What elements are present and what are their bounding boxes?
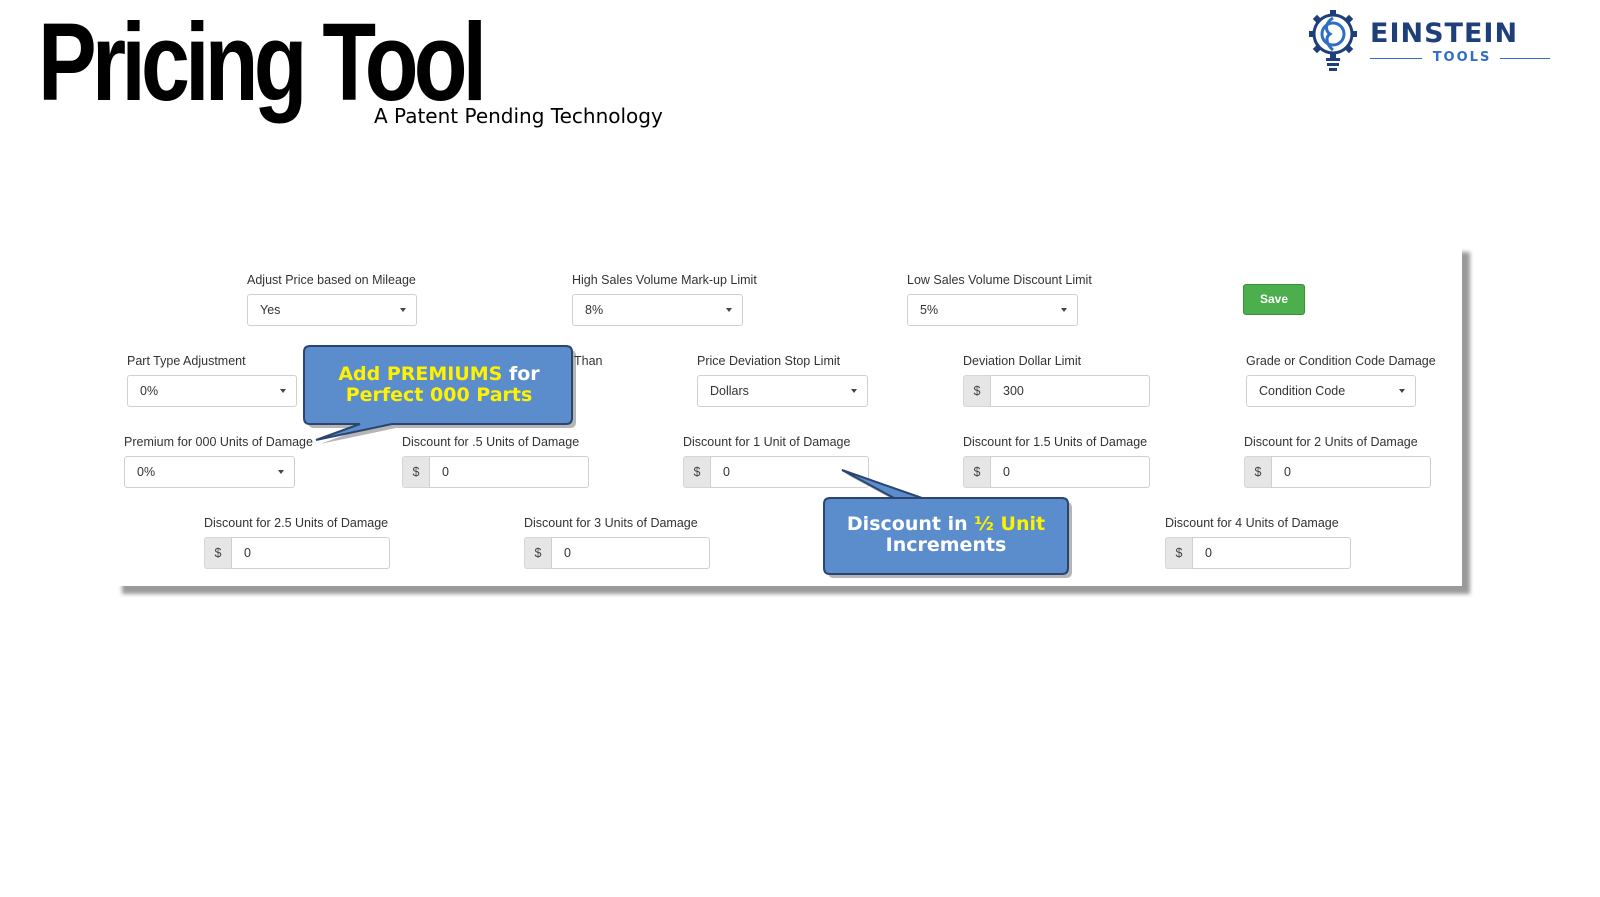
- save-button[interactable]: Save: [1243, 284, 1305, 315]
- caret-down-icon: [400, 308, 406, 312]
- grade-condition-field: Grade or Condition Code Damage Condition…: [1246, 353, 1436, 407]
- discount-3-field: Discount for 3 Units of Damage $ 0: [524, 515, 710, 569]
- discount-1-label: Discount for 1 Unit of Damage: [683, 435, 851, 449]
- discount-4-label: Discount for 4 Units of Damage: [1165, 516, 1339, 530]
- discount-callout-text: Discount in ½ Unit Increments: [824, 514, 1068, 556]
- premium-callout-line2: Perfect 000 Parts: [345, 384, 533, 406]
- dollar-addon: $: [1165, 537, 1192, 569]
- grade-condition-select[interactable]: Condition Code: [1246, 375, 1416, 407]
- low-sales-discount-value: 5%: [920, 303, 939, 317]
- discount-25-input[interactable]: 0: [231, 537, 390, 569]
- dollar-addon: $: [683, 456, 710, 488]
- premium-callout-for: for: [502, 363, 540, 385]
- einstein-tools-logo: EINSTEIN TOOLS: [1306, 8, 1554, 78]
- discount-callout-highlight: ½ Unit: [974, 513, 1046, 535]
- dollar-addon: $: [204, 537, 231, 569]
- caret-down-icon: [726, 308, 732, 312]
- discount-15-group: $ 0: [963, 456, 1150, 488]
- discount-05-input[interactable]: 0: [429, 456, 589, 488]
- discount-3-group: $ 0: [524, 537, 710, 569]
- discount-1-group: $ 0: [683, 456, 869, 488]
- discount-callout-bubble: [823, 469, 1072, 578]
- low-sales-discount-field: Low Sales Volume Discount Limit 5%: [907, 272, 1092, 326]
- discount-3-input[interactable]: 0: [551, 537, 710, 569]
- deviation-dollar-limit-input[interactable]: 300: [990, 375, 1150, 407]
- logo-rule-left: [1370, 58, 1422, 59]
- high-sales-markup-value: 8%: [585, 303, 604, 317]
- part-type-adjustment-field: Part Type Adjustment 0%: [127, 353, 297, 407]
- partial-field: Than: [574, 353, 603, 375]
- premium-000-select[interactable]: 0%: [124, 456, 295, 488]
- low-sales-discount-select[interactable]: 5%: [907, 294, 1078, 326]
- logo-name: EINSTEIN: [1370, 18, 1519, 49]
- adjust-mileage-value: Yes: [260, 303, 281, 317]
- page-subtitle: A Patent Pending Technology: [374, 104, 663, 128]
- discount-2-field: Discount for 2 Units of Damage $ 0: [1244, 434, 1431, 488]
- caret-down-icon: [851, 389, 857, 393]
- grade-condition-label: Grade or Condition Code Damage: [1246, 354, 1436, 368]
- discount-05-field: Discount for .5 Units of Damage $ 0: [402, 434, 589, 488]
- price-deviation-stop-value: Dollars: [710, 384, 749, 398]
- discount-4-field: Discount for 4 Units of Damage $ 0: [1165, 515, 1351, 569]
- discount-4-group: $ 0: [1165, 537, 1351, 569]
- discount-3-label: Discount for 3 Units of Damage: [524, 516, 698, 530]
- part-type-adjustment-value: 0%: [140, 384, 159, 398]
- dollar-addon: $: [963, 456, 990, 488]
- caret-down-icon: [1061, 308, 1067, 312]
- discount-4-input[interactable]: 0: [1192, 537, 1351, 569]
- dollar-addon: $: [963, 375, 990, 407]
- premium-callout-highlight: Add PREMIUMS: [338, 363, 503, 385]
- dollar-addon: $: [402, 456, 429, 488]
- premium-callout-bubble: [303, 345, 576, 444]
- logo-sub: TOOLS: [1370, 50, 1550, 68]
- price-deviation-stop-select[interactable]: Dollars: [697, 375, 868, 407]
- price-deviation-stop-field: Price Deviation Stop Limit Dollars: [697, 353, 868, 407]
- premium-000-field: Premium for 000 Units of Damage 0%: [124, 434, 313, 488]
- high-sales-markup-field: High Sales Volume Mark-up Limit 8%: [572, 272, 757, 326]
- dollar-addon: $: [1244, 456, 1271, 488]
- discount-05-label: Discount for .5 Units of Damage: [402, 435, 580, 449]
- part-type-adjustment-label: Part Type Adjustment: [127, 354, 246, 368]
- premium-callout-text: Add PREMIUMS for Perfect 000 Parts: [306, 364, 572, 406]
- discount-15-label: Discount for 1.5 Units of Damage: [963, 435, 1148, 449]
- adjust-mileage-select[interactable]: Yes: [247, 294, 417, 326]
- discount-2-label: Discount for 2 Units of Damage: [1244, 435, 1418, 449]
- discount-25-field: Discount for 2.5 Units of Damage $ 0: [204, 515, 390, 569]
- caret-down-icon: [1399, 389, 1405, 393]
- discount-callout-line2: Increments: [885, 534, 1007, 556]
- discount-25-label: Discount for 2.5 Units of Damage: [204, 516, 389, 530]
- brain-bulb-icon: [1309, 10, 1357, 71]
- premium-000-label: Premium for 000 Units of Damage: [124, 435, 313, 449]
- discount-2-input[interactable]: 0: [1271, 456, 1431, 488]
- discount-1-field: Discount for 1 Unit of Damage $ 0: [683, 434, 869, 488]
- price-deviation-stop-label: Price Deviation Stop Limit: [697, 354, 841, 368]
- page-title: Pricing Tool: [38, 1, 487, 124]
- adjust-mileage-field: Adjust Price based on Mileage Yes: [247, 272, 417, 326]
- partial-label: Than: [574, 354, 603, 368]
- grade-condition-value: Condition Code: [1259, 384, 1346, 398]
- caret-down-icon: [280, 389, 286, 393]
- discount-15-input[interactable]: 0: [990, 456, 1150, 488]
- discount-callout-prefix: Discount in: [846, 513, 975, 535]
- discount-1-input[interactable]: 0: [710, 456, 869, 488]
- logo-rule-right: [1500, 58, 1550, 59]
- low-sales-discount-label: Low Sales Volume Discount Limit: [907, 273, 1092, 287]
- discount-25-group: $ 0: [204, 537, 390, 569]
- deviation-dollar-limit-group: $ 300: [963, 375, 1150, 407]
- adjust-mileage-label: Adjust Price based on Mileage: [247, 273, 416, 287]
- dollar-addon: $: [524, 537, 551, 569]
- deviation-dollar-limit-label: Deviation Dollar Limit: [963, 354, 1082, 368]
- discount-15-field: Discount for 1.5 Units of Damage $ 0: [963, 434, 1150, 488]
- high-sales-markup-label: High Sales Volume Mark-up Limit: [572, 273, 757, 287]
- deviation-dollar-limit-field: Deviation Dollar Limit $ 300: [963, 353, 1150, 407]
- part-type-adjustment-select[interactable]: 0%: [127, 375, 297, 407]
- premium-000-value: 0%: [137, 465, 156, 479]
- high-sales-markup-select[interactable]: 8%: [572, 294, 743, 326]
- discount-2-group: $ 0: [1244, 456, 1431, 488]
- discount-05-group: $ 0: [402, 456, 589, 488]
- caret-down-icon: [278, 470, 284, 474]
- logo-sub-text: TOOLS: [1432, 50, 1492, 65]
